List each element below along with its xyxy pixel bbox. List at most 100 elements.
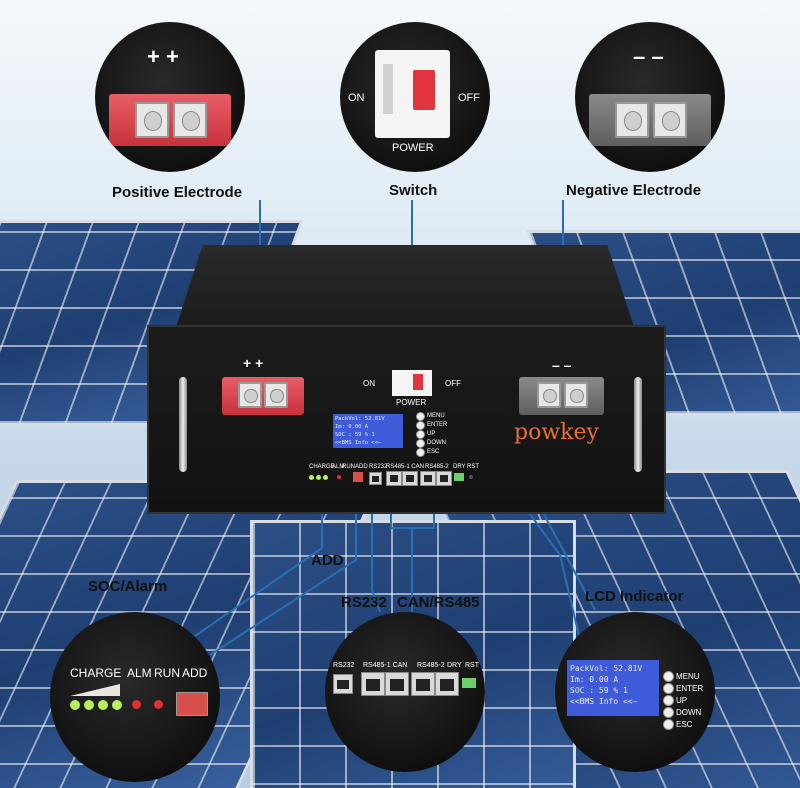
add-label: ADD <box>311 552 344 569</box>
rs485-1-port <box>386 471 402 486</box>
up-label: UP <box>676 696 688 705</box>
enter-button[interactable] <box>416 421 425 430</box>
up-button[interactable] <box>663 695 674 706</box>
enter-button[interactable] <box>663 683 674 694</box>
down-button[interactable] <box>663 707 674 718</box>
can-port <box>402 471 418 486</box>
esc-button[interactable] <box>663 719 674 730</box>
switch-closeup: ON OFF POWER <box>340 22 490 172</box>
soc-alarm-closeup: CHARGE ALM RUN ADD <box>50 612 220 782</box>
rs232-port <box>369 472 382 485</box>
up-label: UP <box>427 431 436 437</box>
cabinet-positive-terminal <box>222 377 304 415</box>
dry-contact <box>462 678 476 688</box>
cabinet-breaker-toggle[interactable] <box>413 374 423 390</box>
port-label-dry: DRY <box>453 464 466 470</box>
port-label-run: RUN <box>342 464 355 470</box>
charge-led <box>70 700 80 710</box>
rs485-2-port-a <box>411 672 435 696</box>
breaker-toggle[interactable] <box>413 70 435 110</box>
negative-terminal <box>589 94 711 146</box>
cabinet-power-label: POWER <box>396 398 427 407</box>
brand-logo: powkey <box>514 420 599 445</box>
port-label-rs485-2: RS485-2 <box>425 464 449 470</box>
add-dip-switch[interactable] <box>353 472 363 482</box>
rs485-2-port-a <box>420 471 436 486</box>
positive-terminal <box>109 94 231 146</box>
cabinet-breaker <box>392 370 432 396</box>
lcd-line: <<BMS Info <<— <box>570 697 638 706</box>
charge-label: CHARGE <box>70 666 122 680</box>
lcd-closeup: PackVol: 52.81V Im: 0.00 A SOC : 59 % 1 … <box>555 612 715 772</box>
port-label-rs232: RS232 <box>369 464 388 470</box>
negative-electrode-closeup: – – <box>575 22 725 172</box>
soc-alarm-label: SOC/Alarm <box>88 578 168 595</box>
port-label-add: ADD <box>355 464 368 470</box>
rs232-port <box>333 674 353 694</box>
rs485-2-small-label: RS485-2 <box>417 662 445 669</box>
add-small-label: ADD <box>182 666 208 680</box>
port-label-charge: CHARGE <box>309 464 335 470</box>
lcd-line: PackVol: 52.81V <box>335 416 385 422</box>
rst-small-label: RST <box>465 662 479 669</box>
charge-led <box>98 700 108 710</box>
down-button[interactable] <box>416 439 425 448</box>
terminal-bolt <box>238 382 262 408</box>
rs485-1-port <box>361 672 385 696</box>
run-led <box>154 700 163 709</box>
rs485-1-can-small-label: RS485-1 CAN <box>363 662 408 669</box>
lcd-line: SOC : 59 % 1 <box>335 432 375 438</box>
rs485-2-port-b <box>436 471 452 486</box>
up-button[interactable] <box>416 430 425 439</box>
cabinet-negative-terminal <box>519 377 604 415</box>
positive-electrode-closeup: + + <box>95 22 245 172</box>
charge-led <box>316 475 321 480</box>
rs232-small-label: RS232 <box>333 662 355 669</box>
charge-level-ramp <box>70 684 120 696</box>
port-label-alm: ALM <box>332 464 345 470</box>
terminal-bolt <box>173 102 207 138</box>
lcd-line: SOC : 59 % 1 <box>570 686 628 695</box>
terminal-bolt <box>653 102 687 138</box>
enter-label: ENTER <box>676 684 704 693</box>
charge-led <box>323 475 328 480</box>
menu-button[interactable] <box>416 412 425 421</box>
reset-button[interactable] <box>469 475 473 479</box>
cabinet-switch-on: ON <box>363 379 375 388</box>
cabinet-lcd-screen: PackVol: 52.81V Im: 0.00 A SOC : 59 % 1 … <box>333 414 403 448</box>
positive-electrode-label: Positive Electrode <box>112 184 243 201</box>
breaker-body <box>375 50 450 138</box>
rs485-2-port-b <box>435 672 459 696</box>
down-label: DOWN <box>676 708 702 717</box>
can-rs485-label: CAN/RS485 <box>397 594 480 611</box>
esc-label: ESC <box>676 720 693 729</box>
battery-cabinet-front: + + ON OFF POWER – – PackVol: 52.81V Im:… <box>147 325 666 514</box>
add-dip-switch[interactable] <box>176 692 208 716</box>
terminal-bolt <box>264 382 288 408</box>
esc-label: ESC <box>427 449 440 455</box>
power-label: POWER <box>392 142 434 154</box>
can-port <box>385 672 409 696</box>
switch-label: Switch <box>389 182 438 199</box>
charge-led <box>309 475 314 480</box>
breaker-label-strip <box>383 64 393 114</box>
comm-ports-closeup: RS232 RS485-1 CAN RS485-2 DRY RST <box>325 612 485 772</box>
switch-on-label: ON <box>348 92 365 104</box>
esc-button[interactable] <box>416 448 425 457</box>
terminal-bolt <box>135 102 169 138</box>
port-label-rs485-1-can: RS485-1 CAN <box>386 464 425 470</box>
charge-led <box>112 700 122 710</box>
alarm-led <box>337 475 341 479</box>
cabinet-switch-off: OFF <box>445 379 461 388</box>
menu-labels: MENU ENTER UP DOWN ESC <box>676 671 703 731</box>
dry-contact <box>454 473 464 481</box>
charge-led <box>84 700 94 710</box>
terminal-bolt <box>564 382 588 408</box>
positive-sign: + + <box>147 44 179 69</box>
terminal-bolt <box>615 102 649 138</box>
menu-button[interactable] <box>663 671 674 682</box>
cabinet-handle <box>634 377 642 472</box>
dry-small-label: DRY <box>447 662 462 669</box>
cabinet-positive-sign: + + <box>243 355 264 371</box>
alarm-led <box>132 700 141 709</box>
